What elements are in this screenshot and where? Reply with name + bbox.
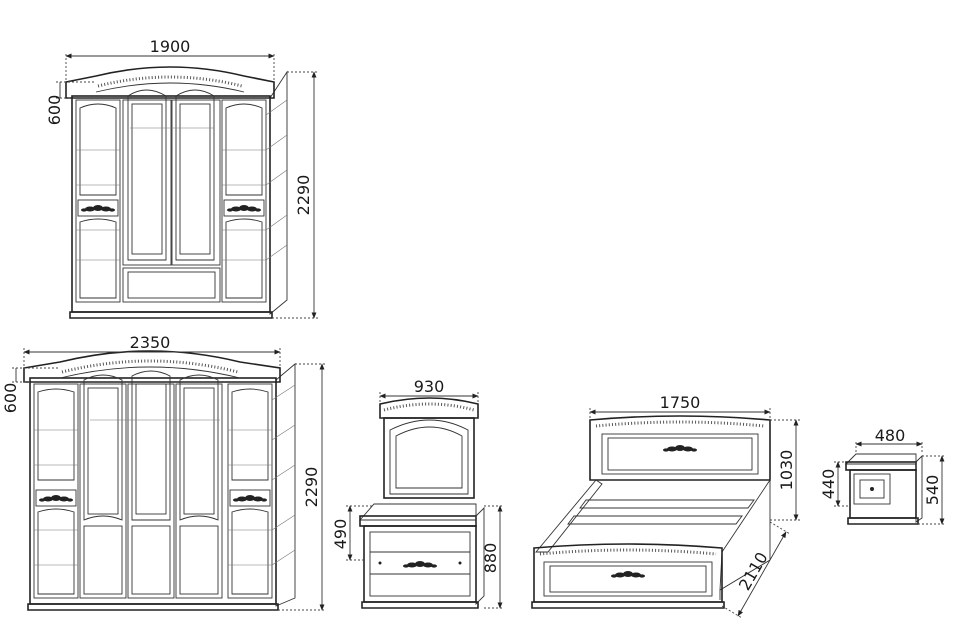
wardrobe4-width-label: 1900 — [150, 37, 191, 56]
wardrobe-5-door: 2350 600 2290 — [1, 333, 326, 611]
dresser-height-label: 880 — [481, 543, 500, 574]
wardrobe5-crown-label: 600 — [1, 383, 20, 414]
bed-length-label: 2110 — [735, 549, 772, 594]
dresser-top-label: 490 — [331, 519, 350, 550]
bed-height-label: 1030 — [777, 450, 796, 491]
wardrobe5-height-label: 2290 — [302, 467, 321, 508]
wardrobe-4-door: 1900 600 2290 — [45, 37, 318, 319]
bed-width-label: 1750 — [660, 393, 701, 412]
dresser: 930 490 880 — [331, 377, 504, 609]
nightstand-top-label: 440 — [819, 469, 838, 500]
nightstand: 480 440 540 — [819, 426, 946, 525]
dresser-width-label: 930 — [414, 377, 445, 396]
wardrobe4-crown-label: 600 — [45, 95, 64, 126]
bed: 1750 1030 2110 — [531, 393, 800, 619]
nightstand-height-label: 540 — [923, 475, 942, 506]
wardrobe4-height-label: 2290 — [294, 175, 313, 216]
nightstand-width-label: 480 — [875, 426, 906, 445]
wardrobe5-width-label: 2350 — [130, 333, 171, 352]
